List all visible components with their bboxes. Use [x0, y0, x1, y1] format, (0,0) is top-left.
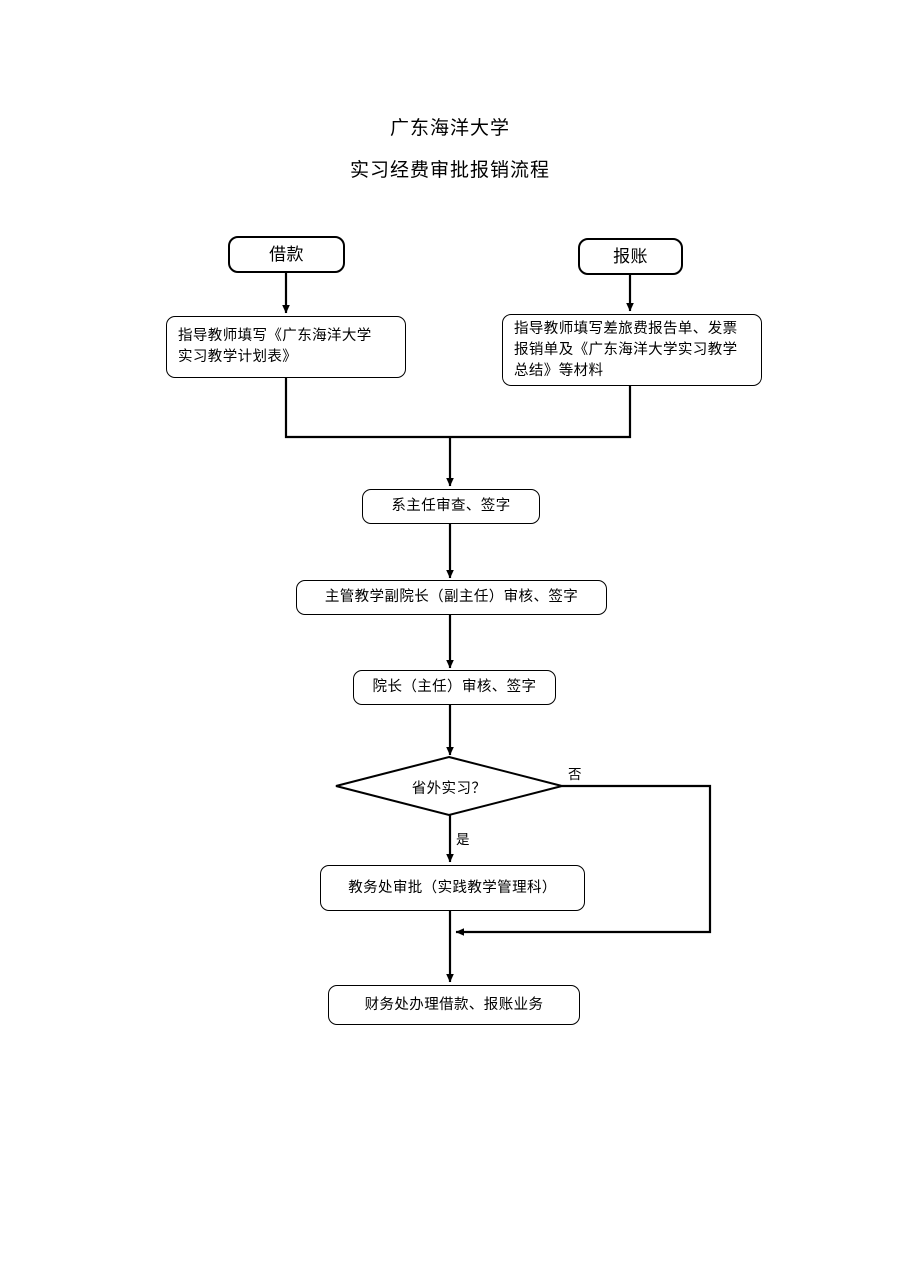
- edge-left-merge: [284, 378, 450, 439]
- node-academic-affairs-approval-label: 教务处审批（实践教学管理科）: [348, 879, 557, 896]
- node-finance-office-label: 财务处办理借款、报账业务: [364, 996, 544, 1013]
- title-line-process: 实习经费审批报销流程: [349, 160, 550, 181]
- node-start-reimburse[interactable]: 报账: [578, 238, 683, 275]
- node-dean-review[interactable]: 院长（主任）审核、签字: [353, 670, 556, 705]
- node-vice-dean-review[interactable]: 主管教学副院长（副主任）审核、签字: [296, 580, 607, 615]
- node-start-loan-label: 借款: [269, 245, 304, 264]
- node-department-head-review-label: 系主任审查、签字: [391, 498, 511, 514]
- node-vice-dean-review-label: 主管教学副院长（副主任）审核、签字: [324, 589, 579, 605]
- node-finance-office[interactable]: 财务处办理借款、报账业务: [328, 985, 580, 1025]
- title-line-university: 广东海洋大学: [389, 118, 510, 139]
- node-reimburse-materials-label: 指导教师填写差旅费报告单、发票 报销单及《广东海洋大学实习教学 总结》等材料: [514, 320, 738, 379]
- node-loan-materials[interactable]: 指导教师填写《广东海洋大学 实习教学计划表》: [166, 316, 406, 378]
- node-start-reimburse-label: 报账: [613, 247, 648, 266]
- edge-label-decision-no: 否: [568, 767, 582, 782]
- node-loan-materials-label: 指导教师填写《广东海洋大学 实习教学计划表》: [178, 328, 372, 365]
- node-out-of-province-decision-label: 省外实习？: [411, 781, 487, 797]
- page-title: 广东海洋大学 实习经费审批报销流程: [0, 108, 900, 192]
- node-start-loan[interactable]: 借款: [228, 236, 345, 273]
- edge-label-decision-yes: 是: [456, 832, 470, 847]
- edge-right-merge: [450, 386, 632, 439]
- node-academic-affairs-approval[interactable]: 教务处审批（实践教学管理科）: [320, 865, 585, 911]
- node-dean-review-label: 院长（主任）审核、签字: [372, 679, 537, 695]
- decision-diamond-shape: [335, 755, 563, 817]
- node-department-head-review[interactable]: 系主任审查、签字: [362, 489, 540, 524]
- edge-decision-no-bypass: [455, 784, 712, 936]
- node-reimburse-materials[interactable]: 指导教师填写差旅费报告单、发票 报销单及《广东海洋大学实习教学 总结》等材料: [502, 314, 762, 386]
